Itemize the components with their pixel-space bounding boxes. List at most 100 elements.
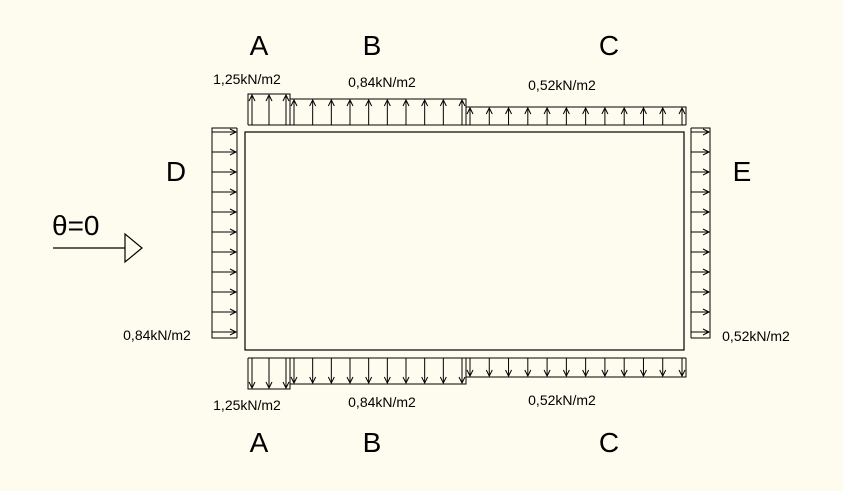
right-suction-arrow-head xyxy=(702,228,711,236)
bottom-zone-c-arrow-head xyxy=(601,369,609,378)
bottom-zone-a-arrow-head xyxy=(265,381,273,390)
bottom-zone-a-arrow-head xyxy=(282,381,290,390)
left-pressure-arrow-head xyxy=(229,288,238,296)
top-zone-b-arrow-head xyxy=(309,98,317,107)
bottom-zone-b-arrow-head xyxy=(383,376,391,385)
bottom-zone-c-arrow-head xyxy=(485,369,493,378)
top-zone-a-arrow-head xyxy=(265,93,273,102)
bottom-zone-b-arrow-head xyxy=(458,376,466,385)
right-suction-arrow-head xyxy=(702,308,711,316)
left-pressure-arrow-head xyxy=(229,208,238,216)
load-label-top-a: 1,25kN/m2 xyxy=(213,71,281,87)
top-zone-a-arrow-head xyxy=(282,93,290,102)
bottom-zone-b-arrow-head xyxy=(346,376,354,385)
right-suction-arrow-head xyxy=(702,288,711,296)
bottom-zone-b-arrow-head xyxy=(365,376,373,385)
right-suction-arrow-head xyxy=(702,148,711,156)
left-pressure-arrow-head xyxy=(229,248,238,256)
top-zone-b-arrow-head xyxy=(439,98,447,107)
top-zone-b-arrow-head xyxy=(458,98,466,107)
bottom-zone-c-envelope xyxy=(465,358,687,378)
bottom-zone-b-arrow-head xyxy=(439,376,447,385)
zone-label-bottom-b: B xyxy=(363,427,382,458)
load-label-top-b: 0,84kN/m2 xyxy=(348,74,416,90)
bottom-zone-a-arrow-head xyxy=(248,381,256,390)
left-pressure-arrow-head xyxy=(229,148,238,156)
right-suction-arrow-head xyxy=(702,208,711,216)
bottom-zone-c-arrow-head xyxy=(582,369,590,378)
top-zone-c-envelope xyxy=(465,106,687,125)
right-envelope xyxy=(691,127,711,339)
top-zone-b-arrow-head xyxy=(402,98,410,107)
left-pressure-arrow-head xyxy=(229,328,238,336)
top-zone-b-envelope xyxy=(289,98,467,125)
bottom-zone-c-arrow-head xyxy=(659,369,667,378)
left-pressure-arrow-head xyxy=(229,128,238,136)
top-zone-c-arrow-head xyxy=(620,106,628,115)
load-label-left: 0,84kN/m2 xyxy=(123,327,191,343)
top-zone-c-arrow-head xyxy=(543,106,551,115)
top-zone-c-arrow-head xyxy=(466,106,474,115)
bottom-zone-b-envelope xyxy=(289,358,467,385)
right-suction-arrow-head xyxy=(702,128,711,136)
zone-label-e: E xyxy=(733,156,752,187)
bottom-zone-c-arrow-head xyxy=(620,369,628,378)
right-suction-arrow-head xyxy=(702,168,711,176)
wind-direction-label: θ=0 xyxy=(52,210,100,241)
left-envelope xyxy=(211,127,237,339)
zone-label-top-c: C xyxy=(599,30,619,61)
zone-label-d: D xyxy=(166,156,186,187)
top-zone-b-arrow-head xyxy=(383,98,391,107)
bottom-zone-c-arrow-head xyxy=(505,369,512,378)
top-zone-b-arrow-head xyxy=(290,98,298,107)
zone-label-top-b: B xyxy=(363,30,382,61)
windward-pressure-arrows xyxy=(211,127,238,339)
right-suction-arrow-head xyxy=(702,328,711,336)
building-outline xyxy=(244,131,685,351)
load-label-bottom-c: 0,52kN/m2 xyxy=(528,392,596,408)
zone-label-bottom-a: A xyxy=(250,427,269,458)
left-pressure-arrow-head xyxy=(229,188,238,196)
left-pressure-arrow-head xyxy=(229,308,238,316)
right-suction-arrow-head xyxy=(702,248,711,256)
top-zone-b-arrow-head xyxy=(327,98,335,107)
bottom-suction-arrows xyxy=(247,357,687,390)
load-label-right: 0,52kN/m2 xyxy=(722,328,790,344)
bottom-zone-b-arrow-head xyxy=(290,376,298,385)
bottom-zone-c-arrow-head xyxy=(640,369,647,378)
load-label-bottom-b: 0,84kN/m2 xyxy=(348,394,416,410)
bottom-zone-c-arrow-head xyxy=(524,369,532,378)
bottom-zone-c-arrow-head xyxy=(678,369,686,378)
load-label-bottom-a: 1,25kN/m2 xyxy=(213,397,281,413)
bottom-zone-c-arrow-head xyxy=(562,369,570,378)
leeward-suction-arrows xyxy=(690,127,711,339)
top-zone-c-arrow-head xyxy=(562,106,570,115)
top-zone-b-arrow-head xyxy=(365,98,373,107)
bottom-zone-b-arrow-head xyxy=(421,376,429,385)
bottom-zone-b-arrow-head xyxy=(402,376,410,385)
top-zone-c-arrow-head xyxy=(505,106,512,115)
bottom-zone-b-arrow-head xyxy=(327,376,335,385)
zone-label-top-a: A xyxy=(250,30,269,61)
left-pressure-arrow-head xyxy=(229,168,238,176)
wind-direction-arrow xyxy=(53,232,143,264)
top-zone-c-arrow-head xyxy=(485,106,493,115)
top-zone-b-arrow-head xyxy=(421,98,429,107)
bottom-zone-c-arrow-head xyxy=(543,369,551,378)
top-zone-c-arrow-head xyxy=(640,106,647,115)
top-zone-b-arrow-head xyxy=(346,98,354,107)
top-zone-c-arrow-head xyxy=(659,106,667,115)
load-label-top-c: 0,52kN/m2 xyxy=(528,77,596,93)
left-pressure-arrow-head xyxy=(229,268,238,276)
top-zone-c-arrow-head xyxy=(524,106,532,115)
top-zone-c-arrow-head xyxy=(601,106,609,115)
top-suction-arrows xyxy=(247,93,687,126)
top-zone-c-arrow-head xyxy=(678,106,686,115)
left-pressure-arrow-head xyxy=(229,228,238,236)
right-suction-arrow-head xyxy=(702,188,711,196)
top-zone-c-arrow-head xyxy=(582,106,590,115)
bottom-zone-b-arrow-head xyxy=(309,376,317,385)
bottom-zone-c-arrow-head xyxy=(466,369,474,378)
